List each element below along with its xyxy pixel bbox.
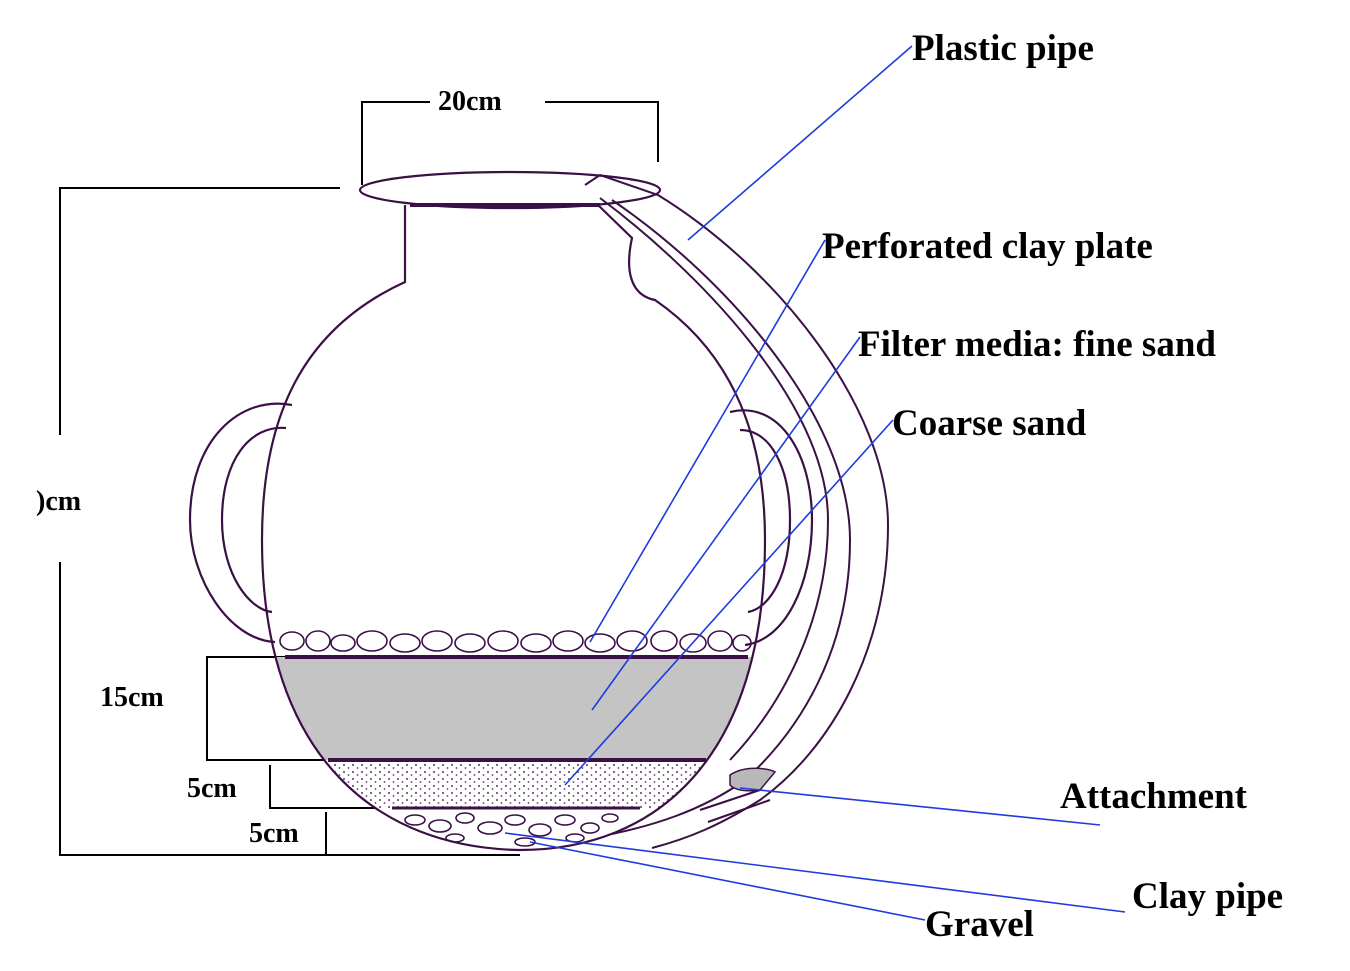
- clay-pipe-shape: [699, 767, 777, 823]
- leader-gravel: [529, 841, 926, 921]
- right-handle-inner: [739, 428, 792, 614]
- leader-attachment: [739, 787, 1101, 826]
- dim-mouth-width: 20cm: [438, 86, 502, 117]
- fine-sand-dim: [206, 656, 330, 761]
- leader-perforated-plate: [589, 239, 826, 643]
- label-perforated-clay-plate: Perforated clay plate: [822, 226, 1153, 267]
- pot-body-left: [260, 205, 521, 852]
- fine-sand-layer: [262, 657, 765, 760]
- leader-lines: [504, 45, 1126, 921]
- dim-gravel: 5cm: [249, 818, 299, 849]
- label-coarse-sand: Coarse sand: [892, 403, 1087, 444]
- label-fine-sand: Filter media: fine sand: [858, 324, 1216, 365]
- leader-clay-pipe: [504, 832, 1126, 913]
- label-gravel: Gravel: [925, 904, 1034, 945]
- leader-coarse-sand: [564, 419, 894, 786]
- dim-total-height: )cm: [36, 486, 82, 517]
- gravel-stones: [404, 812, 619, 847]
- dim-fine-sand: 15cm: [100, 682, 164, 713]
- left-handle-outer: [188, 402, 293, 644]
- clay-pot: [188, 170, 814, 852]
- pot-body-right: [519, 204, 767, 852]
- label-plastic-pipe: Plastic pipe: [912, 28, 1094, 69]
- leader-plastic-pipe: [687, 45, 913, 241]
- mouth-width-dim: [361, 101, 659, 185]
- perforated-clay-plate: [279, 630, 752, 653]
- dimension-lines: [59, 101, 659, 856]
- right-handle-outer: [729, 409, 814, 647]
- plastic-pipe-shape: [584, 173, 890, 849]
- total-height-dim: [59, 187, 520, 856]
- pot-rim: [358, 170, 662, 210]
- coarse-sand-dim: [269, 765, 392, 809]
- label-attachment: Attachment: [1060, 776, 1248, 817]
- leader-fine-sand: [591, 336, 861, 711]
- layer-boundaries: [285, 655, 748, 810]
- label-clay-pipe: Clay pipe: [1132, 876, 1284, 917]
- dim-coarse-sand: 5cm: [187, 773, 237, 804]
- left-handle-inner: [220, 426, 287, 614]
